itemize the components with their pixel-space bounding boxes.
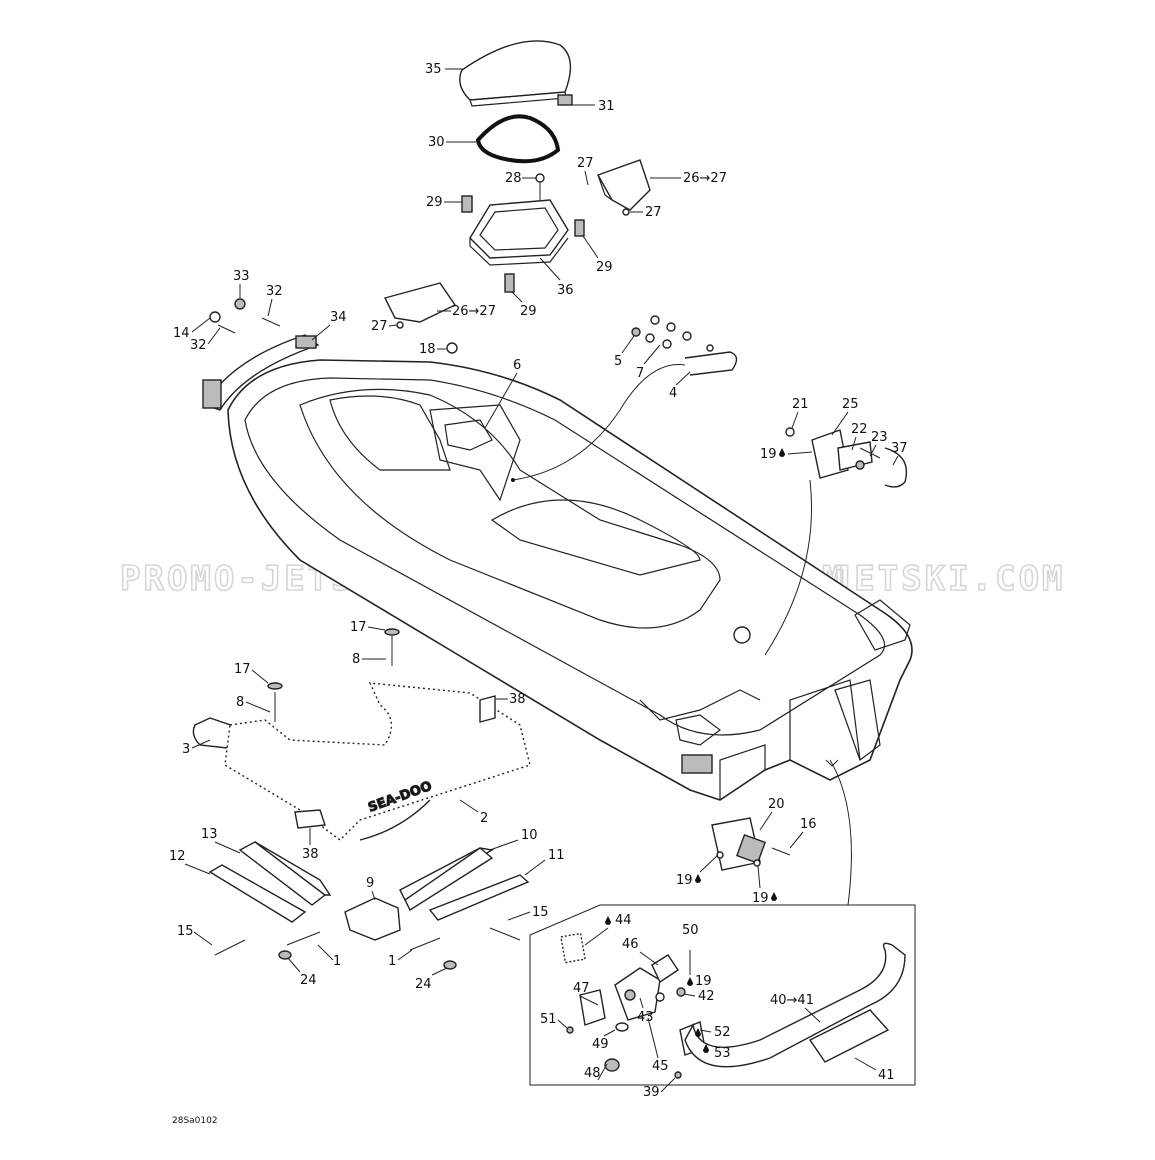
callout-41: 41	[878, 1068, 895, 1083]
storage-cover-35	[459, 40, 573, 107]
callout-1-b: 1	[388, 954, 396, 969]
callout-46: 46	[622, 937, 639, 952]
callout-6: 6	[513, 358, 521, 373]
callout-29-b: 29	[596, 260, 613, 275]
callout-19-b: 19	[676, 873, 693, 888]
sponson-joiner-9	[344, 897, 401, 941]
bracket-26-lower	[383, 282, 457, 329]
callout-31: 31	[598, 99, 615, 114]
sponson-fasteners	[214, 927, 521, 970]
callout-33: 33	[233, 269, 250, 284]
callout-29-c: 29	[520, 304, 537, 319]
sponson-left-13-12	[208, 841, 332, 923]
callout-26-b: 26→27	[452, 304, 496, 319]
callout-32-b: 32	[190, 338, 207, 353]
callout-47: 47	[573, 981, 590, 996]
callout-50: 50	[682, 923, 699, 938]
callout-7: 7	[636, 366, 644, 381]
callout-37: 37	[891, 441, 908, 456]
callout-labels: 35 31 30 27 26→27 28 27 29 29 36 29 33 3…	[169, 62, 908, 1100]
callout-40: 40→41	[770, 993, 814, 1008]
callout-29-a: 29	[426, 195, 443, 210]
callout-32-a: 32	[266, 284, 283, 299]
callout-27-a: 27	[577, 156, 594, 171]
callout-15-a: 15	[177, 924, 194, 939]
boarding-step-inset	[529, 904, 916, 1086]
callout-13: 13	[201, 827, 218, 842]
callout-34: 34	[330, 310, 347, 325]
callout-28: 28	[505, 171, 522, 186]
callout-12: 12	[169, 849, 186, 864]
callout-48: 48	[584, 1066, 601, 1081]
callout-15-b: 15	[532, 905, 549, 920]
callout-27-b: 27	[645, 205, 662, 220]
callout-22: 22	[851, 422, 868, 437]
sponson-right-10-11	[399, 847, 530, 921]
callout-17-a: 17	[350, 620, 367, 635]
storage-bin-36	[461, 173, 585, 293]
callout-24-b: 24	[415, 977, 432, 992]
callout-49: 49	[592, 1037, 609, 1052]
callout-4: 4	[669, 386, 677, 401]
callout-9: 9	[366, 876, 374, 891]
callout-17-b: 17	[234, 662, 251, 677]
callout-38-a: 38	[509, 692, 526, 707]
callout-2: 2	[480, 811, 488, 826]
callout-53: 53	[714, 1046, 731, 1061]
eye-bolt-4	[631, 315, 738, 376]
callout-8-a: 8	[352, 652, 360, 667]
gasket-30	[475, 114, 561, 164]
callout-39: 39	[643, 1085, 660, 1100]
callout-8-b: 8	[236, 695, 244, 710]
callout-23: 23	[871, 430, 888, 445]
callout-26-a: 26→27	[683, 171, 727, 186]
callout-19-c: 19	[752, 891, 769, 906]
callout-1-a: 1	[333, 954, 341, 969]
callout-42: 42	[698, 989, 715, 1004]
tow-eye-bracket	[785, 427, 908, 488]
callout-24-a: 24	[300, 973, 317, 988]
callout-20: 20	[768, 797, 785, 812]
callout-44: 44	[615, 913, 632, 928]
callout-3: 3	[182, 742, 190, 757]
drawing-code: 28Sa0102	[172, 1116, 218, 1126]
callout-36: 36	[557, 283, 574, 298]
watercraft-hull	[227, 359, 913, 801]
callout-25: 25	[842, 397, 859, 412]
callout-35: 35	[425, 62, 442, 77]
callout-52: 52	[714, 1025, 731, 1040]
rub-rail-34	[202, 298, 458, 411]
callout-16: 16	[800, 817, 817, 832]
callout-30: 30	[428, 135, 445, 150]
callout-14: 14	[173, 326, 190, 341]
callout-19-a: 19	[760, 447, 777, 462]
callout-51: 51	[540, 1012, 557, 1027]
callout-43: 43	[637, 1010, 654, 1025]
callout-21: 21	[792, 397, 809, 412]
callout-5: 5	[614, 354, 622, 369]
callout-18: 18	[419, 342, 436, 357]
callout-38-b: 38	[302, 847, 319, 862]
callout-45: 45	[652, 1059, 669, 1074]
bracket-26-upper	[596, 159, 651, 216]
callout-10: 10	[521, 828, 538, 843]
callout-19-d: 19	[695, 974, 712, 989]
callout-11: 11	[548, 848, 565, 863]
callout-27-c: 27	[371, 319, 388, 334]
actuator-assembly-20	[711, 817, 791, 871]
